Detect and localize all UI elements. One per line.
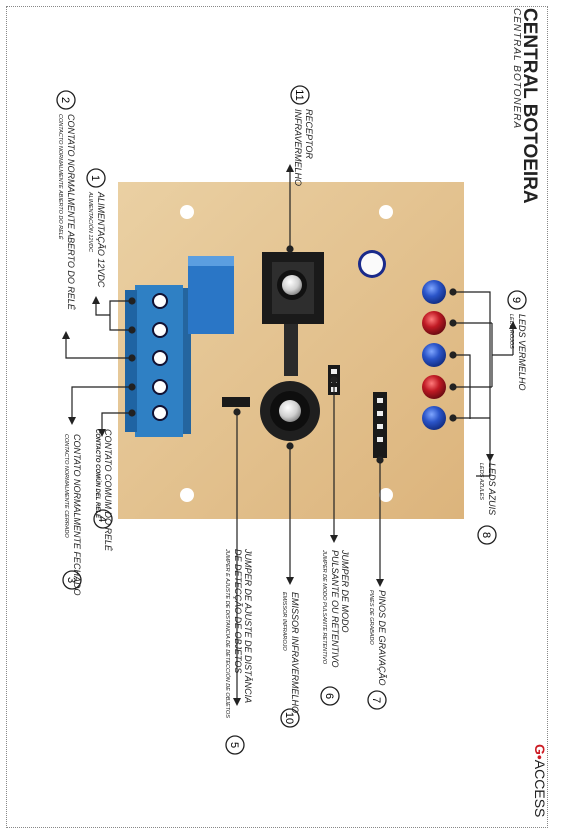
svg-text:LEDS AZULES: LEDS AZULES [478,463,484,500]
mount-hole [180,488,194,502]
svg-text:6: 6 [323,693,335,699]
svg-text:PINES DE GRABADO: PINES DE GRABADO [368,590,374,645]
callout-2: 2 CONTATO NORMALMENTE ABERTO DO RELÉ CON… [56,90,76,311]
led-blue [422,343,446,367]
svg-text:2: 2 [59,97,71,103]
svg-text:LEDS AZUIS: LEDS AZUIS [487,463,497,515]
svg-text:PINOS DE GRAVAÇÃO: PINOS DE GRAVAÇÃO [377,590,387,686]
svg-text:RECEPTOR: RECEPTOR [304,109,314,159]
svg-text:LEDS ROJOS: LEDS ROJOS [508,314,514,349]
callout-6: 6 JUMPER DE MODO PULSANTE OU RETENTIVO J… [320,549,350,706]
svg-text:INFRAVERMELHO: INFRAVERMELHO [293,109,303,186]
relay [188,256,234,334]
capacitor [358,250,386,278]
programming-pins [373,392,387,458]
led-red [422,375,446,399]
callout-7: 7 PINOS DE GRAVAÇÃO PINES DE GRABADO [367,590,387,710]
svg-text:JUMPER DE MODO PULSANTE RETENT: JUMPER DE MODO PULSANTE RETENTIVO [321,549,327,665]
callout-8: 8 LEDS AZUIS LEDS AZULES [477,463,497,545]
svg-text:4: 4 [96,516,108,522]
svg-text:CONTATO NORMALMENTE ABERTO DO: CONTATO NORMALMENTE ABERTO DO RELÉ [66,114,76,311]
mount-hole [180,205,194,219]
svg-text:CONTACTO COMÚN DEL RELÉ: CONTACTO COMÚN DEL RELÉ [94,429,102,519]
svg-text:11: 11 [293,89,305,100]
svg-text:5: 5 [228,742,240,748]
mount-hole [379,205,393,219]
leader-lines [65,170,514,700]
svg-text:JUMPER DE MODO: JUMPER DE MODO [340,549,350,633]
ir-emitter [260,381,320,441]
callout-9: 9 LEDS VERMELHO LEDS ROJOS [507,290,527,391]
led-red [422,311,446,335]
callout-3: 3 CONTATO NORMALMENTE FECHADO CONTACTO N… [62,434,82,596]
ir-receiver [262,252,324,376]
led-blue [422,280,446,304]
callout-5: 5 JUMPER DE AJUSTE DE DISTÂNCIA DE DETEC… [224,548,253,755]
svg-text:PULSANTE OU RETENTIVO: PULSANTE OU RETENTIVO [330,550,340,668]
led-blue [422,406,446,430]
arrowheads [62,164,517,706]
svg-text:3: 3 [65,577,77,583]
svg-text:ALIMENTAÇÃO 12VDC: ALIMENTAÇÃO 12VDC [96,191,106,288]
terminal-block [125,285,191,437]
svg-text:10: 10 [283,712,295,724]
svg-text:8: 8 [480,532,492,538]
svg-text:1: 1 [89,175,101,181]
svg-text:ALIMENTACIÓN 12VDC: ALIMENTACIÓN 12VDC [87,191,94,252]
svg-text:7: 7 [370,697,382,703]
svg-text:JUMPER E AJUSTE DE DISTANCIA D: JUMPER E AJUSTE DE DISTANCIA DE DETECCIÓ… [224,548,231,718]
mount-hole [379,488,393,502]
page-border [6,6,548,828]
distance-jumper [222,397,250,407]
callout-11: 11 RECEPTOR INFRAVERMELHO [290,85,314,186]
svg-text:9: 9 [510,297,522,303]
svg-text:CONTACTO NORMALMENTE CERRADO: CONTACTO NORMALMENTE CERRADO [63,434,69,538]
callout-1: 1 ALIMENTAÇÃO 12VDC ALIMENTACIÓN 12VDC [86,168,106,288]
svg-text:EMISSOR INFRAROJO: EMISSOR INFRAROJO [281,592,287,651]
svg-text:EMISSOR INFRAVERMELHO: EMISSOR INFRAVERMELHO [290,592,300,713]
svg-text:LEDS VERMELHO: LEDS VERMELHO [517,314,527,391]
callout-10: 10 EMISSOR INFRAVERMELHO EMISSOR INFRARO… [280,592,300,728]
svg-text:DE DETECÇÃO DE OBJETOS: DE DETECÇÃO DE OBJETOS [233,549,243,673]
svg-text:CONTACTO NORMALMENTE ABIERTO D: CONTACTO NORMALMENTE ABIERTO DO RELÉ [57,114,64,240]
svg-text:CONTATO NORMALMENTE FECHADO: CONTATO NORMALMENTE FECHADO [72,434,82,596]
svg-text:CONTATO COMUM DO RELÉ: CONTATO COMUM DO RELÉ [103,429,113,552]
callout-4: 4 CONTATO COMUM DO RELÉ CONTACTO COMÚN D… [93,429,113,552]
svg-text:JUMPER DE AJUSTE DE DISTÂNCIA: JUMPER DE AJUSTE DE DISTÂNCIA [243,548,253,703]
